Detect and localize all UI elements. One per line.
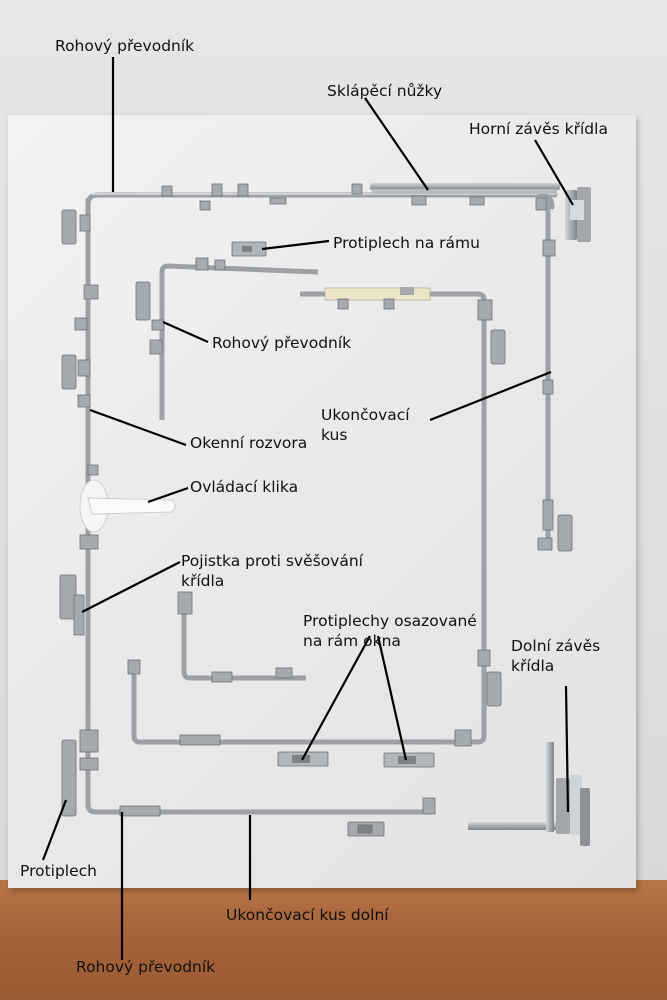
leader-protiplechy-a (301, 635, 371, 761)
label-rohovy-prevodnik-top: Rohový převodník (55, 37, 195, 55)
leader-dolni-zaves (564, 685, 570, 813)
label-protiplechy-1: Protiplechy osazované (303, 612, 477, 630)
top-sash-hinge (565, 187, 591, 242)
label-ukoncovaci-kus-2: kus (321, 426, 348, 444)
top-right-corner (537, 192, 555, 210)
label-horni-zaves: Horní závěs křídla (469, 120, 608, 138)
label-pojistka-2: křídla (181, 572, 225, 590)
label-okenni-rozvora: Okenní rozvora (190, 434, 308, 452)
leader-pojistka (81, 561, 181, 613)
left-side-brackets (59, 209, 99, 817)
right-side-brackets (537, 239, 573, 552)
outer-left-rail (85, 197, 433, 815)
leader-okenni-rozvora (89, 408, 187, 447)
label-ovladaci-klika: Ovládací klika (190, 478, 299, 496)
bottom-rail-parts (119, 797, 436, 837)
bottom-sash-hinge (468, 742, 590, 846)
label-protiplech: Protiplech (20, 862, 98, 880)
top-rail-brackets (161, 183, 547, 211)
leader-rohovy-middle (162, 320, 209, 344)
leader-lines (41, 57, 574, 960)
leader-horni-zaves (534, 139, 574, 206)
middle-corner-drive (135, 257, 319, 420)
leader-ukoncovaci (429, 370, 552, 422)
leader-sklapeci (364, 97, 429, 191)
window-handle (79, 479, 176, 533)
wooden-table (0, 880, 667, 1000)
label-rohovy-prevodnik-middle: Rohový převodník (212, 334, 352, 352)
leader-protiplechy-b (376, 635, 408, 761)
label-dolni-zaves-2: křídla (511, 657, 555, 675)
label-rohovy-prevodnik-bottom: Rohový převodník (76, 958, 216, 976)
label-ukoncovaci-kus-dolni: Ukončovací kus dolní (226, 906, 389, 924)
label-ukoncovaci-kus-1: Ukončovací (321, 406, 410, 424)
frame-keeper-plate (231, 241, 267, 257)
inner-frame-hardware (127, 287, 506, 747)
label-sklapeci-nuzky: Sklápěcí nůžky (327, 82, 443, 100)
outer-top-rail (85, 192, 558, 208)
label-dolni-zaves-1: Dolní závěs (511, 637, 601, 655)
tilt-scissor-arm (370, 183, 560, 194)
leader-ovladaci-klika (147, 486, 189, 504)
label-protiplech-na-ramu: Protiplech na rámu (333, 234, 480, 252)
label-pojistka-1: Pojistka proti svěšování (181, 552, 363, 570)
inner-l-bracket (177, 591, 306, 683)
leader-protiplech (41, 799, 68, 861)
leader-protiplech-ramu (261, 239, 330, 251)
label-protiplechy-2: na rám okna (303, 632, 401, 650)
